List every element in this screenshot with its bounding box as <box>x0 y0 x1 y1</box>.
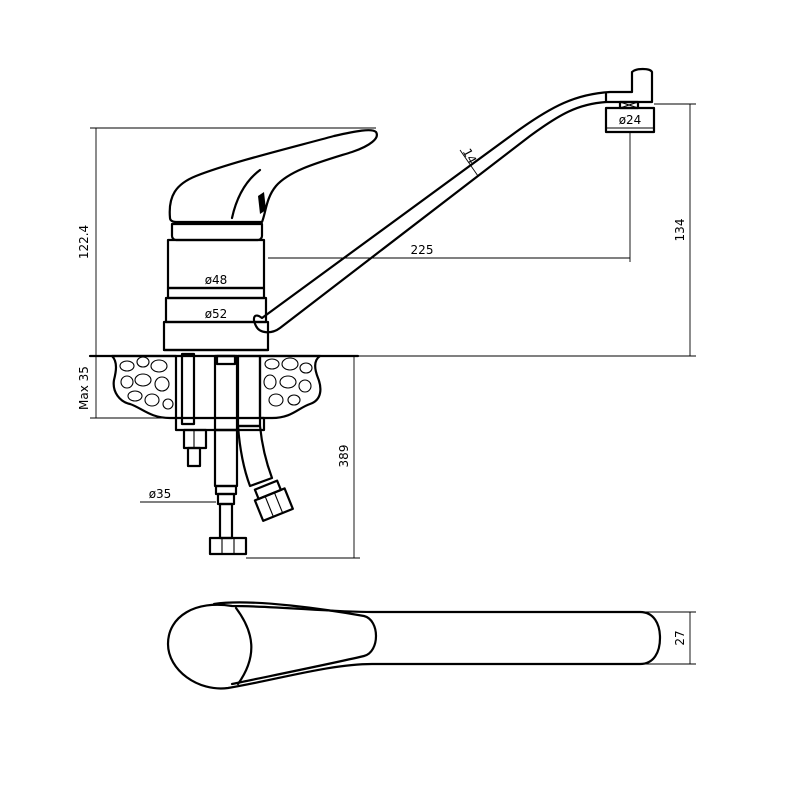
lever-handle <box>168 129 378 224</box>
dimension-max-35: Max 35 <box>77 356 176 419</box>
stone-pattern-left <box>119 356 174 410</box>
dim-label-225: 225 <box>411 243 434 257</box>
dim-label-134: 134 <box>673 219 687 242</box>
dimension-134: 134 <box>358 103 696 357</box>
top-view-handle <box>166 601 662 690</box>
stone-pattern-right <box>263 357 313 407</box>
spout <box>252 67 656 334</box>
mounting-stud <box>174 352 266 468</box>
dimension-ring-52: ø52 <box>166 307 266 323</box>
dimension-35: ø35 <box>140 487 216 503</box>
dim-label-14: 14 <box>460 146 480 166</box>
dim-label-389: 389 <box>337 445 351 468</box>
dim-label-max-35: Max 35 <box>77 366 91 410</box>
dimension-27: 27 <box>640 611 696 665</box>
dimension-ring-48: ø48 <box>168 273 264 289</box>
dim-label-122-4: 122.4 <box>77 225 91 259</box>
dimension-389: 389 <box>246 356 360 559</box>
hose-right <box>236 354 294 522</box>
dim-label-27: 27 <box>673 630 687 645</box>
dim-label-52: ø52 <box>205 307 228 321</box>
dimension-122-4: 122.4 <box>77 127 376 356</box>
dim-label-48: ø48 <box>205 273 228 287</box>
dim-label-24: ø24 <box>619 113 642 127</box>
dimension-14: 14 <box>459 146 480 177</box>
dimension-225: 225 <box>268 132 631 262</box>
dim-label-35: ø35 <box>149 487 172 501</box>
faucet-body <box>162 222 270 352</box>
dimension-24: ø24 <box>606 113 654 129</box>
countertop <box>88 354 360 420</box>
